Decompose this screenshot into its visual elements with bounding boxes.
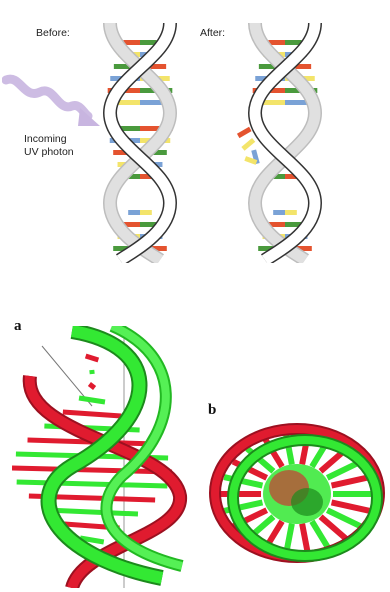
base-pair-left bbox=[128, 210, 140, 215]
base-pair-rung bbox=[63, 412, 121, 416]
uv-photon-arrow bbox=[2, 70, 102, 140]
base-pair-rung bbox=[17, 482, 168, 486]
base-pair-right bbox=[140, 210, 152, 215]
base-pair-rung bbox=[79, 398, 105, 402]
dna-helix-before bbox=[90, 18, 190, 263]
base-pair-right bbox=[285, 210, 297, 215]
base-spoke bbox=[332, 502, 370, 510]
dna-3d-top-view bbox=[205, 418, 385, 568]
base-pair-rung bbox=[89, 384, 94, 388]
base-spoke bbox=[332, 477, 370, 485]
base-spoke bbox=[302, 524, 308, 554]
dna-helix-after bbox=[235, 18, 335, 263]
base-pair-rung bbox=[86, 356, 99, 360]
base-pair-left bbox=[273, 210, 285, 215]
before-label: Before: bbox=[36, 27, 70, 40]
dna-3d-side-view bbox=[12, 326, 192, 588]
after-label: After: bbox=[200, 27, 225, 40]
panel-b-label: b bbox=[208, 402, 216, 419]
photon-label-line2: UV photon bbox=[24, 146, 74, 159]
